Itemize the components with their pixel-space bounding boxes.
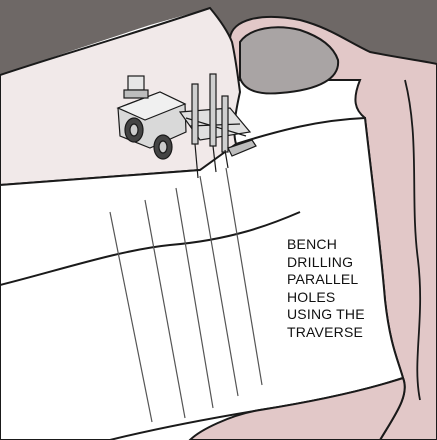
- diagram-caption: BENCH DRILLING PARALLEL HOLES USING THE …: [287, 236, 407, 341]
- caption-line: PARALLEL: [287, 271, 407, 289]
- caption-line: TRAVERSE: [287, 324, 407, 342]
- caption-line: BENCH: [287, 236, 407, 254]
- caption-line: HOLES: [287, 289, 407, 307]
- caption-line: USING THE: [287, 306, 407, 324]
- caption-line: DRILLING: [287, 254, 407, 272]
